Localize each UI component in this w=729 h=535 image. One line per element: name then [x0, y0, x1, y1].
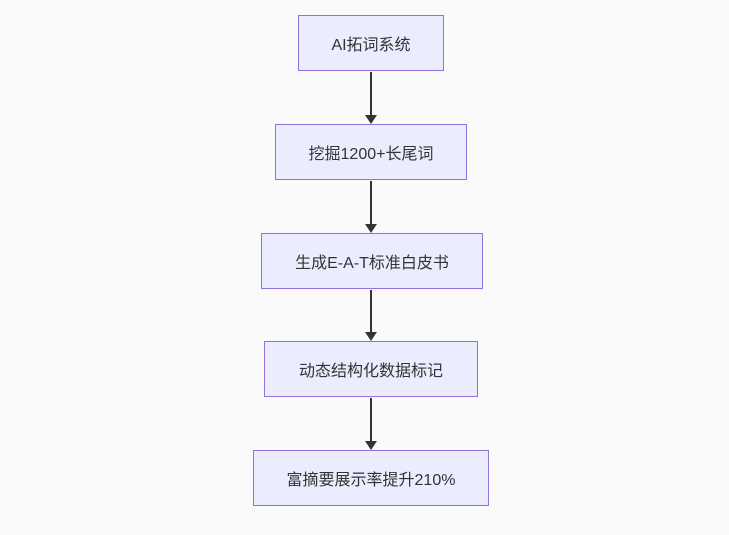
flow-node-longtail-mining: 挖掘1200+长尾词	[275, 124, 467, 180]
flow-node-label: 生成E-A-T标准白皮书	[295, 255, 449, 272]
arrowhead-down-icon	[365, 224, 377, 233]
flow-edge-3	[364, 290, 378, 341]
arrowhead-down-icon	[365, 115, 377, 124]
flow-node-label: 富摘要展示率提升210%	[286, 472, 456, 489]
edge-line	[370, 290, 372, 332]
flow-node-ai-keyword-system: AI拓词系统	[298, 15, 444, 71]
edge-line	[370, 72, 372, 115]
edge-line	[370, 398, 372, 441]
flow-node-rich-snippet-result: 富摘要展示率提升210%	[253, 450, 489, 506]
flow-node-label: 动态结构化数据标记	[298, 363, 443, 380]
flow-node-label: 挖掘1200+长尾词	[308, 146, 434, 163]
flow-edge-4	[364, 398, 378, 450]
flow-node-structured-data-markup: 动态结构化数据标记	[264, 341, 478, 397]
arrowhead-down-icon	[365, 441, 377, 450]
flow-edge-2	[364, 181, 378, 233]
flow-node-label: AI拓词系统	[331, 37, 411, 54]
edge-line	[370, 181, 372, 224]
flow-edge-1	[364, 72, 378, 124]
flow-node-eat-whitepaper: 生成E-A-T标准白皮书	[261, 233, 483, 289]
arrowhead-down-icon	[365, 332, 377, 341]
